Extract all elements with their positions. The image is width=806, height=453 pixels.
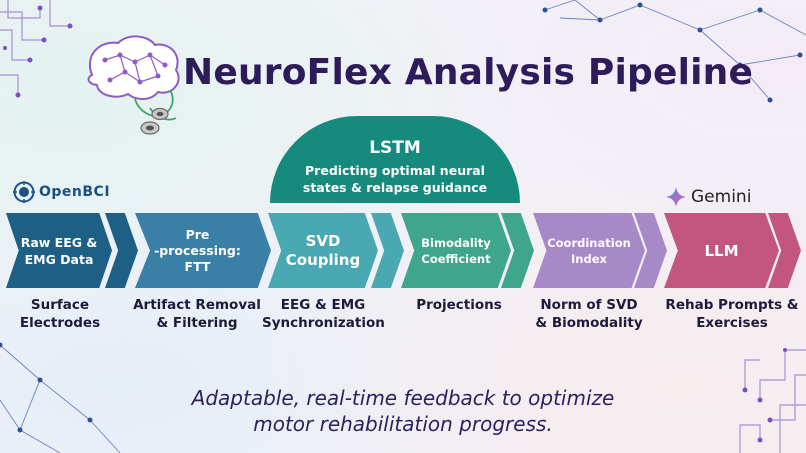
stage-3-line2: Coupling — [285, 250, 361, 269]
caption-4-line1: Projections — [416, 297, 502, 313]
caption-2-line2: & Filtering — [156, 315, 238, 331]
lstm-dome: LSTM Predicting optimal neural states & … — [270, 116, 520, 203]
stage-4-line2: Coefficient — [421, 251, 491, 266]
caption-1-line1: Surface — [30, 297, 90, 313]
caption-2-line1: Artifact Removal — [133, 297, 261, 313]
caption-stage-2: Artifact Removal & Filtering — [127, 296, 267, 332]
caption-5-line2: & Biomodality — [535, 315, 643, 331]
caption-6-line1: Rehab Prompts & — [665, 297, 799, 313]
stage-1-line1: Raw EEG & — [20, 234, 98, 250]
gemini-label: Gemini — [691, 187, 752, 207]
caption-6-line2: Exercises — [696, 315, 768, 331]
caption-stage-5: Norm of SVD & Biomodality — [530, 296, 648, 332]
stage-1-line2: EMG Data — [24, 251, 94, 267]
stage-preprocessing: Pre -processing: FTT — [135, 213, 260, 288]
page-title: NeuroFlex Analysis Pipeline — [183, 52, 754, 93]
stage-svd-coupling: SVD Coupling — [268, 213, 378, 288]
caption-stage-1: Surface Electrodes — [0, 296, 120, 332]
lstm-heading: LSTM — [369, 138, 421, 158]
openbci-icon — [13, 181, 35, 203]
caption-stage-3: EEG & EMG Synchronization — [262, 296, 385, 332]
stage-5-line1: Coordination — [547, 235, 631, 250]
footer-line1: Adaptable, real-time feedback to optimiz… — [191, 386, 615, 410]
gemini-sparkle-icon — [666, 187, 686, 207]
stage-bimodality: Bimodality Coefficient — [401, 213, 511, 288]
footer-line2: motor rehabilitation progress. — [253, 412, 553, 436]
stage-4-line1: Bimodality — [421, 235, 491, 250]
stage-2-line3: FTT — [184, 258, 211, 274]
lstm-subtitle-line1: Predicting optimal neural — [305, 163, 485, 178]
gemini-logo: Gemini — [666, 187, 751, 207]
stage-coordination-index: Coordination Index — [533, 213, 645, 288]
caption-3-line2: Synchronization — [262, 315, 385, 331]
caption-stage-6: Rehab Prompts & Exercises — [658, 296, 806, 332]
stage-raw-data: Raw EEG & EMG Data — [6, 213, 112, 288]
stage-6-line1: LLM — [704, 241, 739, 260]
stage-2-line1: Pre — [185, 226, 210, 242]
openbci-logo: OpenBCI — [13, 181, 110, 203]
caption-3-line1: EEG & EMG — [280, 297, 366, 313]
openbci-label: OpenBCI — [39, 184, 111, 200]
stage-3-line1: SVD — [305, 231, 341, 250]
stage-llm: LLM — [664, 213, 779, 288]
caption-stage-4: Projections — [400, 296, 518, 314]
stage-5-line2: Index — [571, 251, 607, 266]
brain-icon — [87, 35, 180, 135]
caption-5-line1: Norm of SVD — [540, 297, 638, 313]
footer-tagline: Adaptable, real-time feedback to optimiz… — [0, 385, 806, 437]
lstm-subtitle-line2: states & relapse guidance — [302, 180, 488, 195]
stage-2-line2: -processing: — [154, 242, 241, 258]
caption-1-line2: Electrodes — [19, 315, 101, 331]
